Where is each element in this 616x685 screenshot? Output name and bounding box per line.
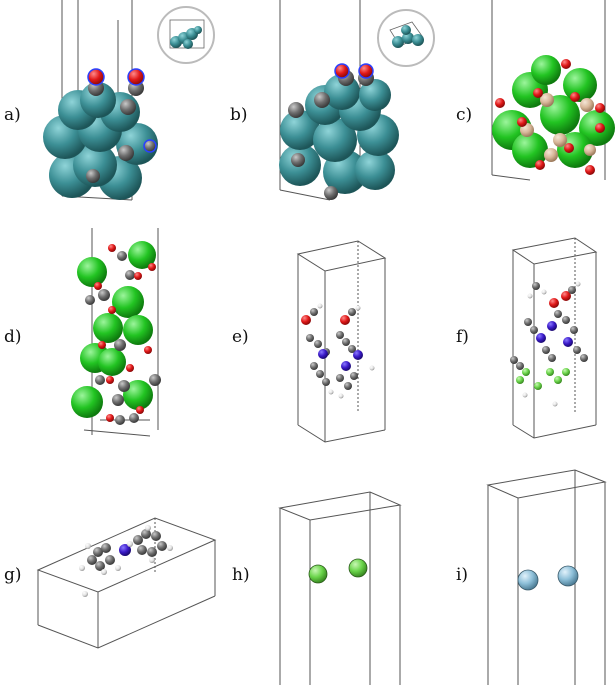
- panel-label-b: b): [230, 105, 248, 125]
- atoms-g: [79, 525, 173, 597]
- atoms-h: [308, 558, 368, 584]
- panel-i: i): [456, 469, 607, 685]
- panel-label-i: i): [456, 565, 468, 585]
- unit-cell-c: [491, 0, 606, 181]
- panel-label-e: e): [232, 327, 249, 347]
- panel-g: g): [4, 517, 217, 649]
- unit-cell-g: [36, 517, 217, 649]
- panel-b: b): [230, 0, 435, 201]
- atoms-a: [43, 68, 158, 200]
- inset-a: [157, 6, 215, 64]
- unit-cell-h: [278, 491, 402, 685]
- panel-c: c): [456, 0, 615, 181]
- panel-label-g: g): [4, 565, 22, 585]
- inset-b: [377, 9, 435, 67]
- unit-cell-i: [486, 469, 607, 685]
- unit-cell-e: [296, 240, 387, 443]
- atoms-e: [301, 303, 375, 399]
- panel-d: d): [4, 228, 161, 437]
- panel-label-d: d): [4, 327, 22, 347]
- panel-label-c: c): [456, 105, 472, 125]
- panel-label-f: f): [456, 327, 469, 347]
- atoms-i: [517, 565, 579, 591]
- atoms-c: [492, 55, 615, 175]
- panel-f: f): [456, 237, 598, 439]
- panel-label-h: h): [232, 565, 250, 585]
- atoms-d: [71, 241, 161, 425]
- atoms-b: [279, 63, 399, 200]
- panel-a: a): [4, 0, 215, 201]
- panel-label-a: a): [4, 105, 21, 125]
- panel-e: e): [232, 240, 387, 443]
- panel-h: h): [232, 491, 402, 685]
- unit-cell-f: [511, 237, 598, 439]
- atoms-f: [510, 281, 588, 407]
